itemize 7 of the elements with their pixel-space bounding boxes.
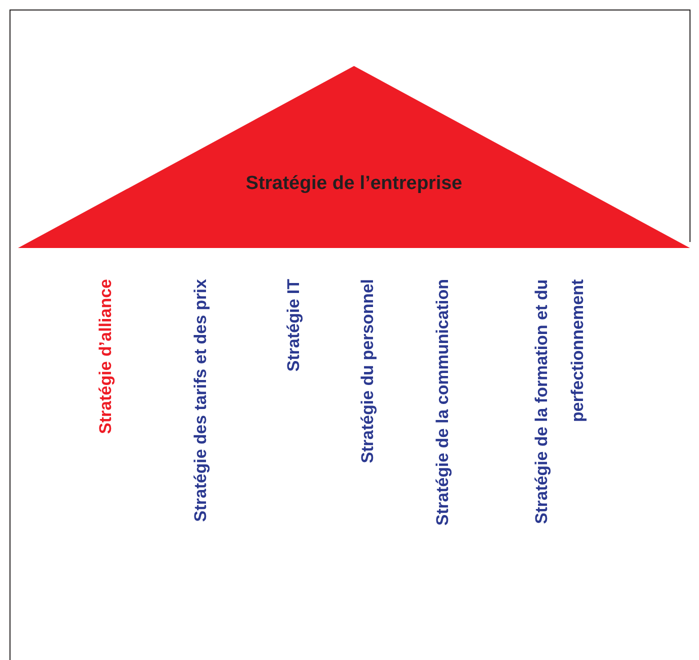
pillar-label: Stratégie d’alliance bbox=[95, 279, 114, 434]
pillar-label: Stratégie des tarifs et des prix bbox=[190, 279, 209, 522]
pillar-label: Stratégie du personnel bbox=[357, 279, 376, 464]
pillar-label: Stratégie IT bbox=[283, 279, 302, 372]
roof-title: Stratégie de l’entreprise bbox=[246, 172, 462, 196]
pillar-label: Stratégie de la communication bbox=[432, 279, 451, 526]
pillar-label: Stratégie de la formation et du perfectionnement bbox=[531, 279, 588, 526]
